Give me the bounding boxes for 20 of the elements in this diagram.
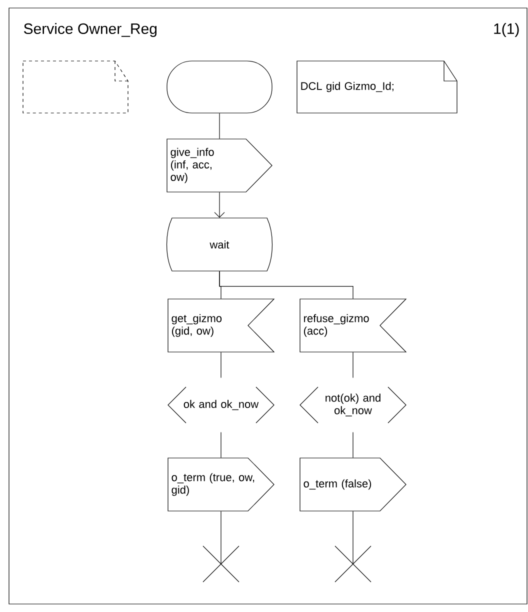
connector-line [220, 352, 222, 378]
output-signal: o_term (true, ow, gid) [168, 458, 274, 512]
start-symbol [166, 60, 272, 114]
connector-line [219, 113, 220, 139]
diagram-title: Service Owner_Reg [24, 23, 157, 37]
connector-line [352, 432, 354, 458]
stop-symbol [202, 546, 240, 582]
stop-symbol [334, 546, 372, 582]
connector-line [220, 432, 222, 458]
page-number: 1(1) [494, 23, 519, 37]
input-signal: refuse_gizmo (acc) [300, 298, 407, 352]
connector-line [219, 271, 354, 299]
text-symbol [22, 60, 128, 114]
output-signal: o_term (false) [300, 458, 406, 512]
output-signal: give_info (inf, acc, ow) [166, 138, 272, 192]
connector-line [352, 352, 354, 378]
connector-line [220, 511, 222, 564]
input-signal: get_gizmo (gid, ow) [168, 298, 275, 352]
connector-line [352, 511, 354, 564]
arrow [214, 192, 225, 218]
